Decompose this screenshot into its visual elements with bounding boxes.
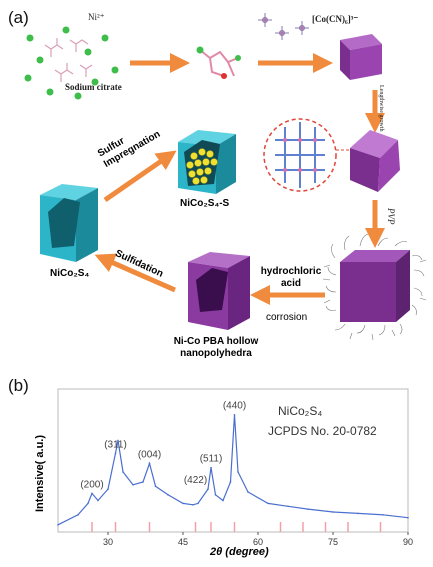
peak-label: (422) xyxy=(184,475,207,486)
x-tick-label: 90 xyxy=(403,537,413,547)
xrd-point xyxy=(167,494,169,496)
legend-reference: JCPDS No. 20-0782 xyxy=(268,424,377,438)
xrd-point xyxy=(192,504,194,506)
peak-label: (440) xyxy=(223,401,246,412)
arrow-7 xyxy=(103,150,177,203)
plot-frame xyxy=(57,388,409,533)
xrd-point xyxy=(91,492,93,495)
xrd-point xyxy=(210,466,212,469)
peak-label: (200) xyxy=(80,479,103,490)
xrd-point xyxy=(148,462,151,465)
xrd-point xyxy=(307,508,309,510)
xrd-point xyxy=(247,491,249,493)
x-tick-label: 75 xyxy=(328,537,338,547)
xrd-point xyxy=(87,502,89,505)
panel-b-label: (b) xyxy=(8,376,29,395)
peak-label: (311) xyxy=(104,439,127,450)
xrd-point xyxy=(117,439,119,442)
xrd-point xyxy=(237,471,239,473)
hollow-pba-cube xyxy=(188,252,250,330)
ni-citrate-cluster xyxy=(24,26,119,100)
panel-a-label: (a) xyxy=(8,8,29,27)
xrd-point xyxy=(222,499,224,502)
nico2s4-s-cube xyxy=(178,130,236,194)
xrd-point xyxy=(357,512,359,515)
xrd-point xyxy=(332,511,334,513)
xrd-point xyxy=(287,505,289,508)
purple-cube-medium xyxy=(350,130,400,192)
nico2s4-s-label: NiCo₂S₄-S xyxy=(180,198,230,209)
xrd-point xyxy=(57,524,59,526)
x-tick-label: 60 xyxy=(253,537,263,547)
xrd-point xyxy=(154,485,157,488)
xrd-series-line xyxy=(57,414,409,526)
framework-magnified xyxy=(263,118,350,192)
xrd-point xyxy=(197,502,199,505)
nico2s4-label: NiCo₂S₄ xyxy=(50,268,90,279)
sodium-citrate-label: Sodium citrate xyxy=(65,82,122,92)
xrd-point xyxy=(182,502,184,505)
x-tick-label: 30 xyxy=(103,537,113,547)
x-tick-label: 45 xyxy=(178,537,188,547)
xrd-point xyxy=(233,413,236,416)
xrd-point xyxy=(229,481,232,483)
xrd-chart: (200) (311) (004) (422) (511) (440) 30 45 60 75 90 xyxy=(57,388,413,547)
xrd-point xyxy=(107,488,109,490)
peak-label: (511) xyxy=(200,454,223,465)
xrd-point xyxy=(114,452,117,455)
xrd-point xyxy=(77,514,79,516)
peak-label: (004) xyxy=(138,449,161,460)
arrow-6 xyxy=(94,253,177,293)
xrd-point xyxy=(382,514,384,516)
legend-sample: NiCo₂S₄ xyxy=(278,404,323,418)
xrd-point xyxy=(207,488,209,490)
xrd-point xyxy=(132,484,134,486)
citrate-complex-molecule xyxy=(196,46,241,79)
lengthwise-growth-label: Lengthwise growth xyxy=(378,85,384,132)
pvp-coated-cube xyxy=(322,233,427,341)
pvp-label: PVP xyxy=(386,208,396,225)
xrd-point xyxy=(142,481,144,483)
corrosion-label: corrosion xyxy=(266,312,308,323)
ni-ion-label: Ni²⁺ xyxy=(88,12,105,22)
synthesis-diagram xyxy=(24,13,427,341)
xrd-point xyxy=(407,516,409,519)
nico2s4-hollow-cube xyxy=(40,184,98,262)
xrd-point xyxy=(122,471,124,473)
cobalt-cyanide-complex xyxy=(258,13,309,40)
xrd-point xyxy=(97,499,99,502)
hydrochloric-acid-label: hydrochloric acid xyxy=(260,266,322,289)
cobalt-complex-label: [Co(CN)₆]³⁻ xyxy=(312,14,359,24)
xrd-point xyxy=(267,502,269,505)
xrd-point xyxy=(214,494,217,496)
xlabel: 2θ (degree) xyxy=(210,546,269,558)
purple-cube-small xyxy=(340,34,382,80)
pba-hollow-label: Ni-Co PBA hollow nanopolyhedra xyxy=(173,336,259,359)
